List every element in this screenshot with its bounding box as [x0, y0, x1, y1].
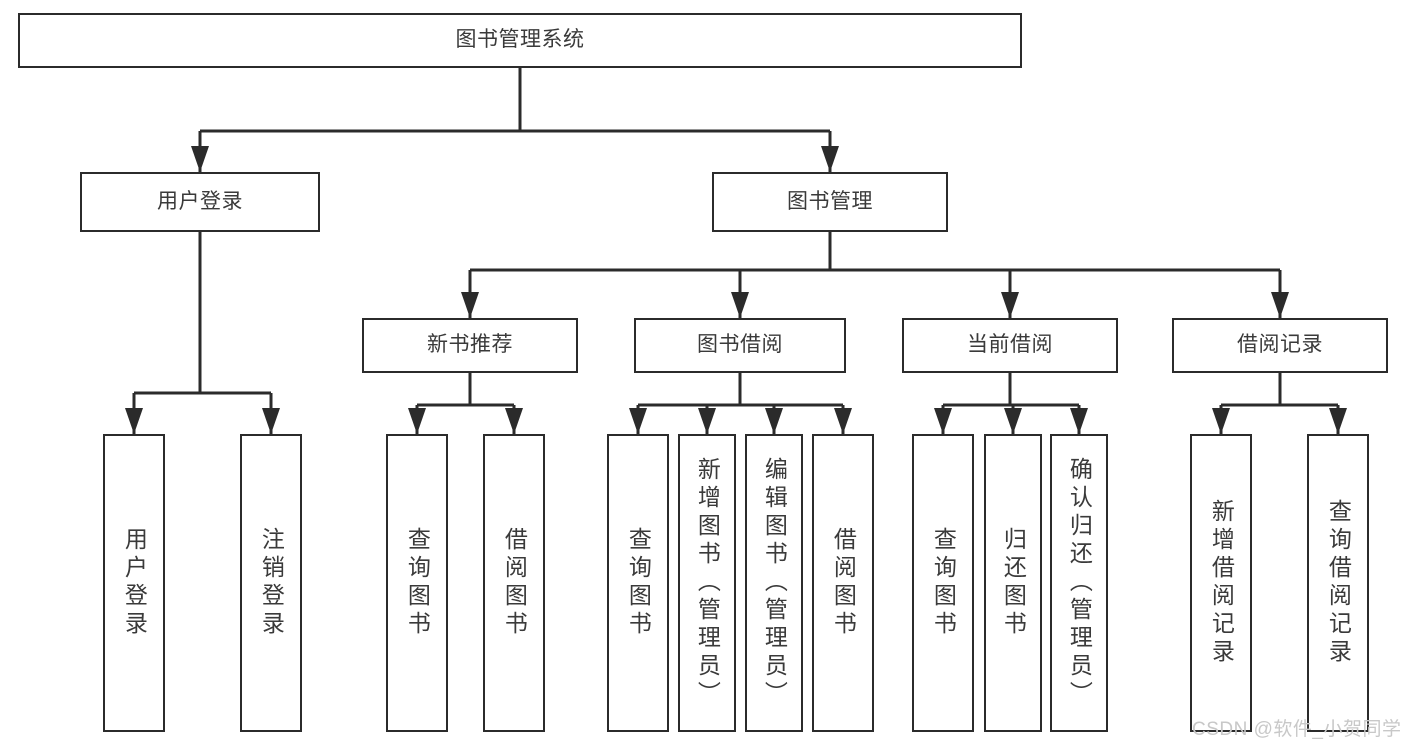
node-new-book-rec[interactable]: 新书推荐 — [362, 318, 578, 373]
arrow-head-icon — [934, 408, 952, 434]
node-book-borrow[interactable]: 图书借阅 — [634, 318, 846, 373]
arrow-head-icon — [1004, 408, 1022, 434]
node-leaf-query-book-1[interactable]: 查询图书 — [386, 434, 448, 732]
node-leaf-logout[interactable]: 注销登录 — [240, 434, 302, 732]
node-leaf-query-record[interactable]: 查询借阅记录 — [1307, 434, 1369, 732]
arrow-head-icon — [1070, 408, 1088, 434]
node-label: 借阅记录 — [1237, 333, 1323, 357]
connector-user-login-to-leaves — [125, 232, 280, 434]
node-leaf-user-login[interactable]: 用户登录 — [103, 434, 165, 732]
node-label: 用户登录 — [121, 527, 148, 639]
node-label: 新书推荐 — [427, 333, 513, 357]
node-leaf-query-book-2[interactable]: 查询图书 — [607, 434, 669, 732]
node-label: 当前借阅 — [967, 333, 1053, 357]
node-leaf-add-record[interactable]: 新增借阅记录 — [1190, 434, 1252, 732]
node-label: 图书管理 — [787, 189, 873, 213]
node-leaf-return-book[interactable]: 归还图书 — [984, 434, 1042, 732]
node-label: 查询图书 — [404, 527, 431, 639]
node-label: 新增借阅记录 — [1208, 499, 1235, 667]
node-root[interactable]: 图书管理系统 — [18, 13, 1022, 68]
connector-book-borrow-to-leaves — [629, 373, 852, 434]
arrow-head-icon — [698, 408, 716, 434]
arrow-head-icon — [834, 408, 852, 434]
node-leaf-borrow-book-1[interactable]: 借阅图书 — [483, 434, 545, 732]
arrow-head-icon — [629, 408, 647, 434]
arrow-head-icon — [125, 408, 143, 434]
arrow-head-icon — [821, 146, 839, 172]
connector-current-borrow-to-leaves — [934, 373, 1088, 434]
node-borrow-record[interactable]: 借阅记录 — [1172, 318, 1388, 373]
arrow-head-icon — [731, 292, 749, 318]
node-label: 借阅图书 — [830, 527, 857, 639]
connector-book-manage-to-level3 — [461, 232, 1289, 318]
arrow-head-icon — [191, 146, 209, 172]
arrow-head-icon — [408, 408, 426, 434]
node-label: 确认归还（管理员） — [1066, 457, 1093, 709]
node-leaf-borrow-book-2[interactable]: 借阅图书 — [812, 434, 874, 732]
node-leaf-edit-book[interactable]: 编辑图书（管理员） — [745, 434, 803, 732]
arrow-head-icon — [765, 408, 783, 434]
node-label: 借阅图书 — [501, 527, 528, 639]
node-label: 图书管理系统 — [455, 28, 585, 52]
arrow-head-icon — [262, 408, 280, 434]
node-label: 编辑图书（管理员） — [761, 457, 788, 709]
node-label: 注销登录 — [258, 527, 285, 639]
arrow-head-icon — [1001, 292, 1019, 318]
arrow-head-icon — [1329, 408, 1347, 434]
node-label: 用户登录 — [157, 189, 243, 213]
connector-root-to-level2 — [191, 68, 839, 172]
node-user-login[interactable]: 用户登录 — [80, 172, 320, 232]
connector-borrow-record-to-leaves — [1212, 373, 1347, 434]
node-book-manage[interactable]: 图书管理 — [712, 172, 948, 232]
arrow-head-icon — [1212, 408, 1230, 434]
node-current-borrow[interactable]: 当前借阅 — [902, 318, 1118, 373]
arrow-head-icon — [505, 408, 523, 434]
arrow-head-icon — [461, 292, 479, 318]
node-label: 归还图书 — [1000, 527, 1027, 639]
node-label: 查询借阅记录 — [1325, 499, 1352, 667]
node-leaf-confirm-return[interactable]: 确认归还（管理员） — [1050, 434, 1108, 732]
node-label: 新增图书（管理员） — [694, 457, 721, 709]
node-label: 查询图书 — [930, 527, 957, 639]
node-leaf-query-book-3[interactable]: 查询图书 — [912, 434, 974, 732]
node-label: 图书借阅 — [697, 333, 783, 357]
connector-new-book-rec-to-leaves — [408, 373, 523, 434]
node-label: 查询图书 — [625, 527, 652, 639]
node-leaf-add-book[interactable]: 新增图书（管理员） — [678, 434, 736, 732]
arrow-head-icon — [1271, 292, 1289, 318]
